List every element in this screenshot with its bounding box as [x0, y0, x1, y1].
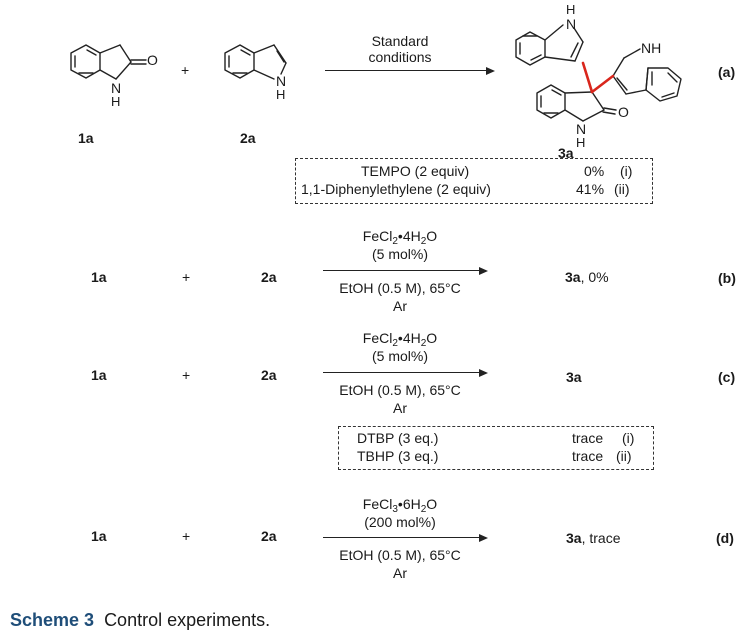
label-3a: 3a: [558, 145, 574, 161]
rxn-d-arrow: [323, 533, 488, 542]
product-indole-left: [515, 24, 584, 66]
rxn-b-reactant-2a: 2a: [261, 269, 277, 285]
oxindole-h-atom: H: [111, 94, 121, 109]
oxindole-n-atom: N: [111, 80, 122, 96]
rxn-d-loading: (200 mol%): [364, 514, 436, 530]
rxn-b-loading: (5 mol%): [371, 246, 428, 262]
rxn-c-reactant-1a: 1a: [91, 367, 107, 383]
caption-label: Scheme 3: [10, 610, 95, 630]
rxn-c-reactant-2a: 2a: [261, 367, 277, 383]
product-top-n-atom: N: [566, 16, 577, 32]
label-2a: 2a: [240, 130, 256, 146]
rxn-c-additive-box: [338, 426, 654, 470]
indole-h-atom: H: [276, 87, 286, 102]
figure-caption: Scheme 3 Control experiments.: [10, 609, 270, 631]
rxn-c-additive-2-yield: trace: [572, 448, 604, 464]
label-1a: 1a: [78, 130, 94, 146]
product-o-atom: O: [618, 104, 629, 120]
product-oxindole-n-atom: N: [576, 121, 587, 137]
rxn-c-result: 3a: [566, 369, 582, 385]
plus-sign: +: [181, 62, 190, 78]
rxn-b-reactant-1a: 1a: [91, 269, 107, 285]
rxn-d-reactant-1a: 1a: [91, 528, 107, 544]
oxindole-1a-structure: [70, 44, 147, 80]
rxn-d-result: 3a, trace: [566, 530, 621, 546]
product-top-h-atom: H: [566, 2, 576, 17]
rxn-b-reagent: FeCl2•4H2O: [362, 228, 438, 247]
rxn-a-label: (a): [718, 64, 736, 80]
rxn-c-arrow: [323, 368, 488, 377]
rxn-d-solvent: EtOH (0.5 M), 65°C: [339, 547, 461, 563]
rxn-c-additive-2-name: TBHP (3 eq.): [357, 448, 439, 464]
product-oxindole-h-atom: H: [576, 135, 586, 150]
rxn-a-additive-2-tag: (ii): [614, 181, 630, 197]
rxn-b-result: 3a, 0%: [565, 269, 609, 285]
rxn-a-conditions: Standard conditions: [330, 33, 470, 65]
rxn-b-plus: +: [182, 269, 191, 285]
rxn-c-atmosphere: Ar: [393, 400, 407, 416]
rxn-d-reactant-2a: 2a: [261, 528, 277, 544]
caption-text: Control experiments.: [104, 610, 271, 630]
new-bond-highlight: [581, 61, 615, 94]
rxn-c-label: (c): [718, 369, 736, 385]
rxn-c-solvent: EtOH (0.5 M), 65°C: [339, 382, 461, 398]
rxn-c-plus: +: [182, 367, 191, 383]
rxn-c-additive-1-tag: (i): [622, 430, 635, 446]
rxn-a-cond-line1: Standard: [371, 33, 429, 49]
rxn-a-arrow: [325, 66, 495, 75]
rxn-d-reagent: FeCl3•6H2O: [362, 496, 438, 515]
rxn-b-label: (b): [718, 270, 736, 286]
product-indole-right: [612, 48, 682, 102]
rxn-b-solvent: EtOH (0.5 M), 65°C: [339, 280, 461, 296]
rxn-a-additive-2-yield: 41%: [576, 181, 605, 197]
product-oxindole-core: [536, 84, 617, 122]
rxn-a-additive-2-name: 1,1-Diphenylethylene (2 equiv): [301, 181, 491, 197]
indole-2a-structure: [224, 44, 287, 80]
rxn-d-plus: +: [182, 528, 191, 544]
rxn-c-additive-1-name: DTBP (3 eq.): [357, 430, 439, 446]
indole-n-atom: N: [276, 73, 287, 89]
oxindole-o-atom: O: [147, 52, 158, 68]
rxn-a-additive-1-name: TEMPO (2 equiv): [361, 163, 470, 179]
rxn-a-additive-1-yield: 0%: [584, 163, 605, 179]
rxn-c-additive-2-tag: (ii): [616, 448, 632, 464]
rxn-a-cond-line2: conditions: [368, 49, 432, 65]
rxn-a-additive-1-tag: (i): [620, 163, 633, 179]
rxn-c-additive-1-yield: trace: [572, 430, 604, 446]
rxn-d-label: (d): [716, 530, 734, 546]
rxn-d-atmosphere: Ar: [393, 565, 407, 581]
rxn-c-reagent: FeCl2•4H2O: [362, 330, 438, 349]
rxn-b-arrow: [323, 266, 488, 275]
rxn-a-additive-box: [295, 158, 653, 204]
product-right-nh-atom: NH: [641, 40, 662, 56]
rxn-c-loading: (5 mol%): [371, 348, 428, 364]
rxn-b-atmosphere: Ar: [393, 298, 407, 314]
